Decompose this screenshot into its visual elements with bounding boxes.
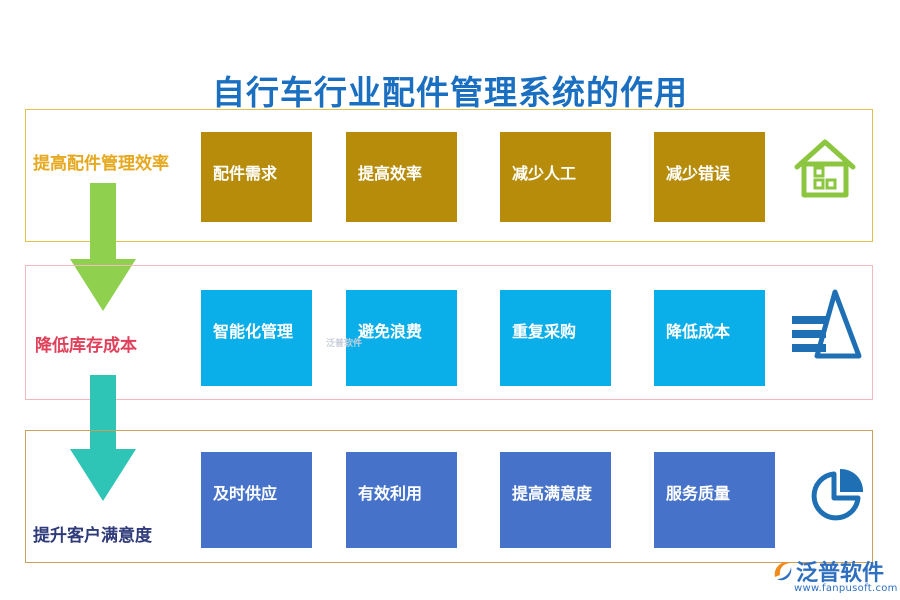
box-service-quality: 服务质量	[654, 452, 775, 548]
logo-swirl-icon	[774, 561, 792, 581]
box-parts-demand: 配件需求	[201, 132, 312, 222]
logo-name: 泛普软件	[796, 561, 885, 586]
watermark-text: 泛普软件	[326, 339, 363, 349]
house-icon	[794, 139, 856, 198]
box-timely-supply: 及时供应	[201, 452, 312, 548]
row-frame-cost	[25, 265, 873, 400]
box-avoid-waste: 避免浪费	[346, 290, 457, 386]
pie-chart-icon	[811, 468, 864, 521]
row-label-satisfaction: 提升客户满意度	[33, 526, 152, 546]
box-reduce-errors: 减少错误	[654, 132, 765, 222]
box-improve-satisfaction: 提高满意度	[500, 452, 611, 548]
down-arrow-green	[70, 183, 136, 311]
logo-url: www.fanpusoft.com	[794, 583, 898, 594]
box-smart-management: 智能化管理	[201, 290, 312, 386]
box-reduce-cost: 降低成本	[654, 290, 765, 386]
row-label-cost: 降低库存成本	[35, 336, 137, 356]
row-frame-satisfaction	[25, 430, 873, 563]
box-repeat-purchase: 重复采购	[500, 290, 611, 386]
row-label-efficiency: 提高配件管理效率	[33, 154, 169, 174]
row-frame-efficiency	[25, 109, 873, 242]
box-reduce-labor: 减少人工	[500, 132, 611, 222]
diagram-title: 自行车行业配件管理系统的作用	[212, 73, 688, 112]
down-arrow-teal	[70, 375, 136, 501]
brand-logo: 泛普软件 www.fanpusoft.com	[771, 555, 898, 597]
box-effective-use: 有效利用	[346, 452, 457, 548]
pyramid-chart-icon	[792, 289, 862, 359]
box-improve-efficiency: 提高效率	[346, 132, 457, 222]
